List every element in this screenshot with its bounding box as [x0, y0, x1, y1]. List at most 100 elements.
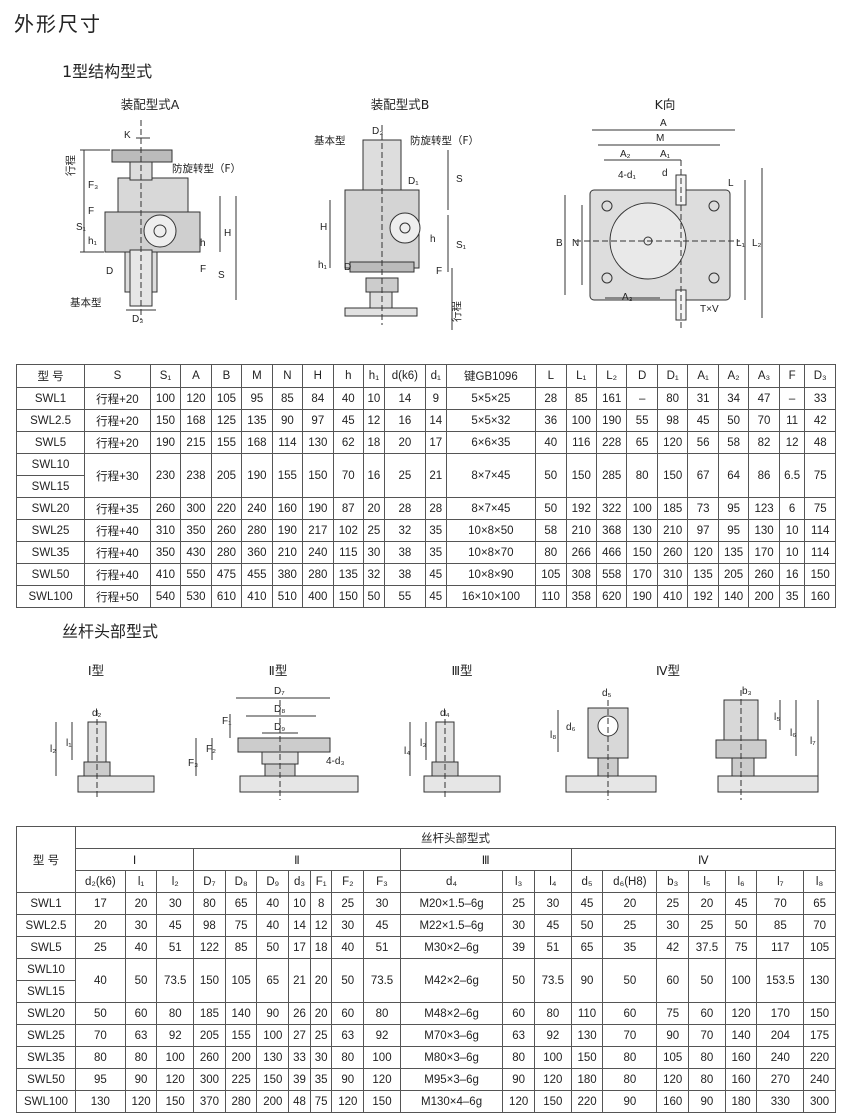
table-cell: 105 [803, 936, 836, 959]
group-3: Ⅲ [399, 848, 572, 871]
table-cell: 17 [288, 936, 311, 959]
table-cell: 73.5 [156, 958, 195, 1003]
table-cell: 100 [565, 409, 597, 432]
table-cell: SWL20 [16, 1002, 76, 1025]
table-cell: 行程+30 [84, 453, 151, 498]
table-cell: 56 [687, 431, 719, 454]
table-cell: SWL5 [16, 936, 76, 959]
table-cell: 205 [193, 1024, 226, 1047]
table-cell: 200 [224, 1046, 258, 1069]
table-cell: 117 [756, 936, 805, 959]
table-cell: 114 [804, 541, 836, 564]
table-cell: 20 [602, 892, 658, 915]
table-cell: 73 [687, 497, 719, 520]
table-cell: 50 [256, 936, 290, 959]
table-cell: 100 [156, 1046, 195, 1069]
table-cell: 70 [756, 892, 805, 915]
table-cell: 60 [331, 1002, 365, 1025]
table-cell: 80 [688, 1046, 726, 1069]
table-cell: 90 [271, 409, 304, 432]
label-basic-b: 基本型 [314, 134, 346, 147]
assembly-drawings: 基本型 防旋转型（F） K 基本型 防旋转型（F） 行程 行程 F₃ F S₁ … [64, 118, 763, 330]
table-cell: SWL35 [16, 1046, 76, 1069]
table-cell: 98 [193, 914, 226, 937]
table-cell: 63 [124, 1024, 158, 1047]
dim-b-1: D₁ [408, 176, 419, 187]
table-cell: 8×7×45 [445, 453, 537, 498]
table-cell: 14 [288, 914, 311, 937]
table-cell: 6.5 [778, 453, 806, 498]
dim-s1-1: l₁ [66, 738, 72, 749]
table-cell: 110 [535, 585, 567, 608]
table-cell: 130 [570, 1024, 604, 1047]
dim-k-10: L₂ [752, 238, 762, 249]
table-cell: 123 [748, 497, 780, 520]
table-cell: 45 [424, 585, 447, 608]
table-cell: M42×2–6g [399, 958, 504, 1003]
table-cell: 370 [193, 1090, 226, 1113]
table-cell: 28 [383, 497, 426, 520]
table-cell: 260 [193, 1046, 226, 1069]
table-cell: 45 [570, 892, 604, 915]
table-cell: 70 [602, 1024, 658, 1047]
page-title: 外形尺寸 [14, 12, 102, 36]
table-cell: 85 [224, 936, 258, 959]
table-cell: 230 [149, 453, 182, 498]
dim-k-3: A₁ [660, 149, 671, 160]
table-cell: 100 [533, 1046, 572, 1069]
table-cell: SWL10 [15, 453, 86, 476]
label-stroke-a: 行程 [64, 155, 77, 176]
table-cell: 45 [363, 914, 401, 937]
table-header-cell: d₃ [288, 870, 311, 893]
table-cell: 30 [656, 914, 690, 937]
table-cell: 120 [331, 1090, 365, 1113]
table-cell: 65 [803, 892, 836, 915]
screw-head-drawings: d₂ l₁ l₂ D₇ D₈ D₉ F₁ F₂ F₃ 4-d₃ d₄ l₃ l₄… [50, 686, 819, 800]
table-cell: 40 [535, 431, 567, 454]
table-cell: 42 [656, 936, 690, 959]
table-cell: 140 [724, 1024, 758, 1047]
dim-a-7: F [200, 264, 206, 275]
table-cell: 45 [724, 892, 758, 915]
dim-a-1: F [88, 206, 94, 217]
dim-b-2: S [456, 174, 463, 185]
table-cell: M130×4–6g [399, 1090, 504, 1113]
dim-label-k: K [124, 130, 131, 141]
table-cell: 80 [535, 541, 567, 564]
table-cell: 85 [756, 914, 805, 937]
type3-drawing [409, 710, 501, 800]
table-cell: 75 [309, 1090, 333, 1113]
table-header-cell: d₄ [399, 870, 504, 893]
table-cell: 50 [75, 1002, 126, 1025]
dim-s2-5: F₃ [188, 758, 198, 769]
table-cell: 160 [724, 1046, 758, 1069]
caption-assembly-a: 装配型式A [120, 97, 180, 112]
table-cell: 73.5 [363, 958, 401, 1003]
table-cell: 20 [688, 892, 726, 915]
table-cell: 92 [533, 1024, 572, 1047]
table-cell: 25 [331, 892, 365, 915]
table-header-cell: l₃ [502, 870, 535, 893]
table-cell: 10 [363, 387, 385, 410]
table-cell: SWL2.5 [15, 409, 86, 432]
table-cell: 110 [570, 1002, 604, 1025]
structure-title: 1型结构型式 [62, 62, 153, 81]
table-cell: 120 [124, 1090, 158, 1113]
caption-type-4: Ⅳ型 [655, 663, 681, 678]
table-cell: 70 [748, 409, 780, 432]
dim-s4-1: d₆ [566, 722, 576, 733]
dim-k-6: L [728, 178, 734, 189]
table-cell: 80 [363, 1002, 401, 1025]
table-header-cell: d₅ [570, 870, 604, 893]
table-cell: 10 [778, 519, 806, 542]
dim-b-4: h₁ [318, 260, 328, 271]
table-cell: 25 [383, 453, 426, 498]
table-cell: 30 [363, 892, 401, 915]
dim-a-9: D₃ [132, 314, 143, 325]
dim-s3-2: l₄ [404, 746, 410, 757]
table-cell: 105 [224, 958, 258, 1003]
table-cell: 120 [502, 1090, 535, 1113]
top-figure-labels: 基本型 防旋转型（F） K 基本型 防旋转型（F） 行程 行程 F₃ F S₁ … [64, 118, 762, 325]
